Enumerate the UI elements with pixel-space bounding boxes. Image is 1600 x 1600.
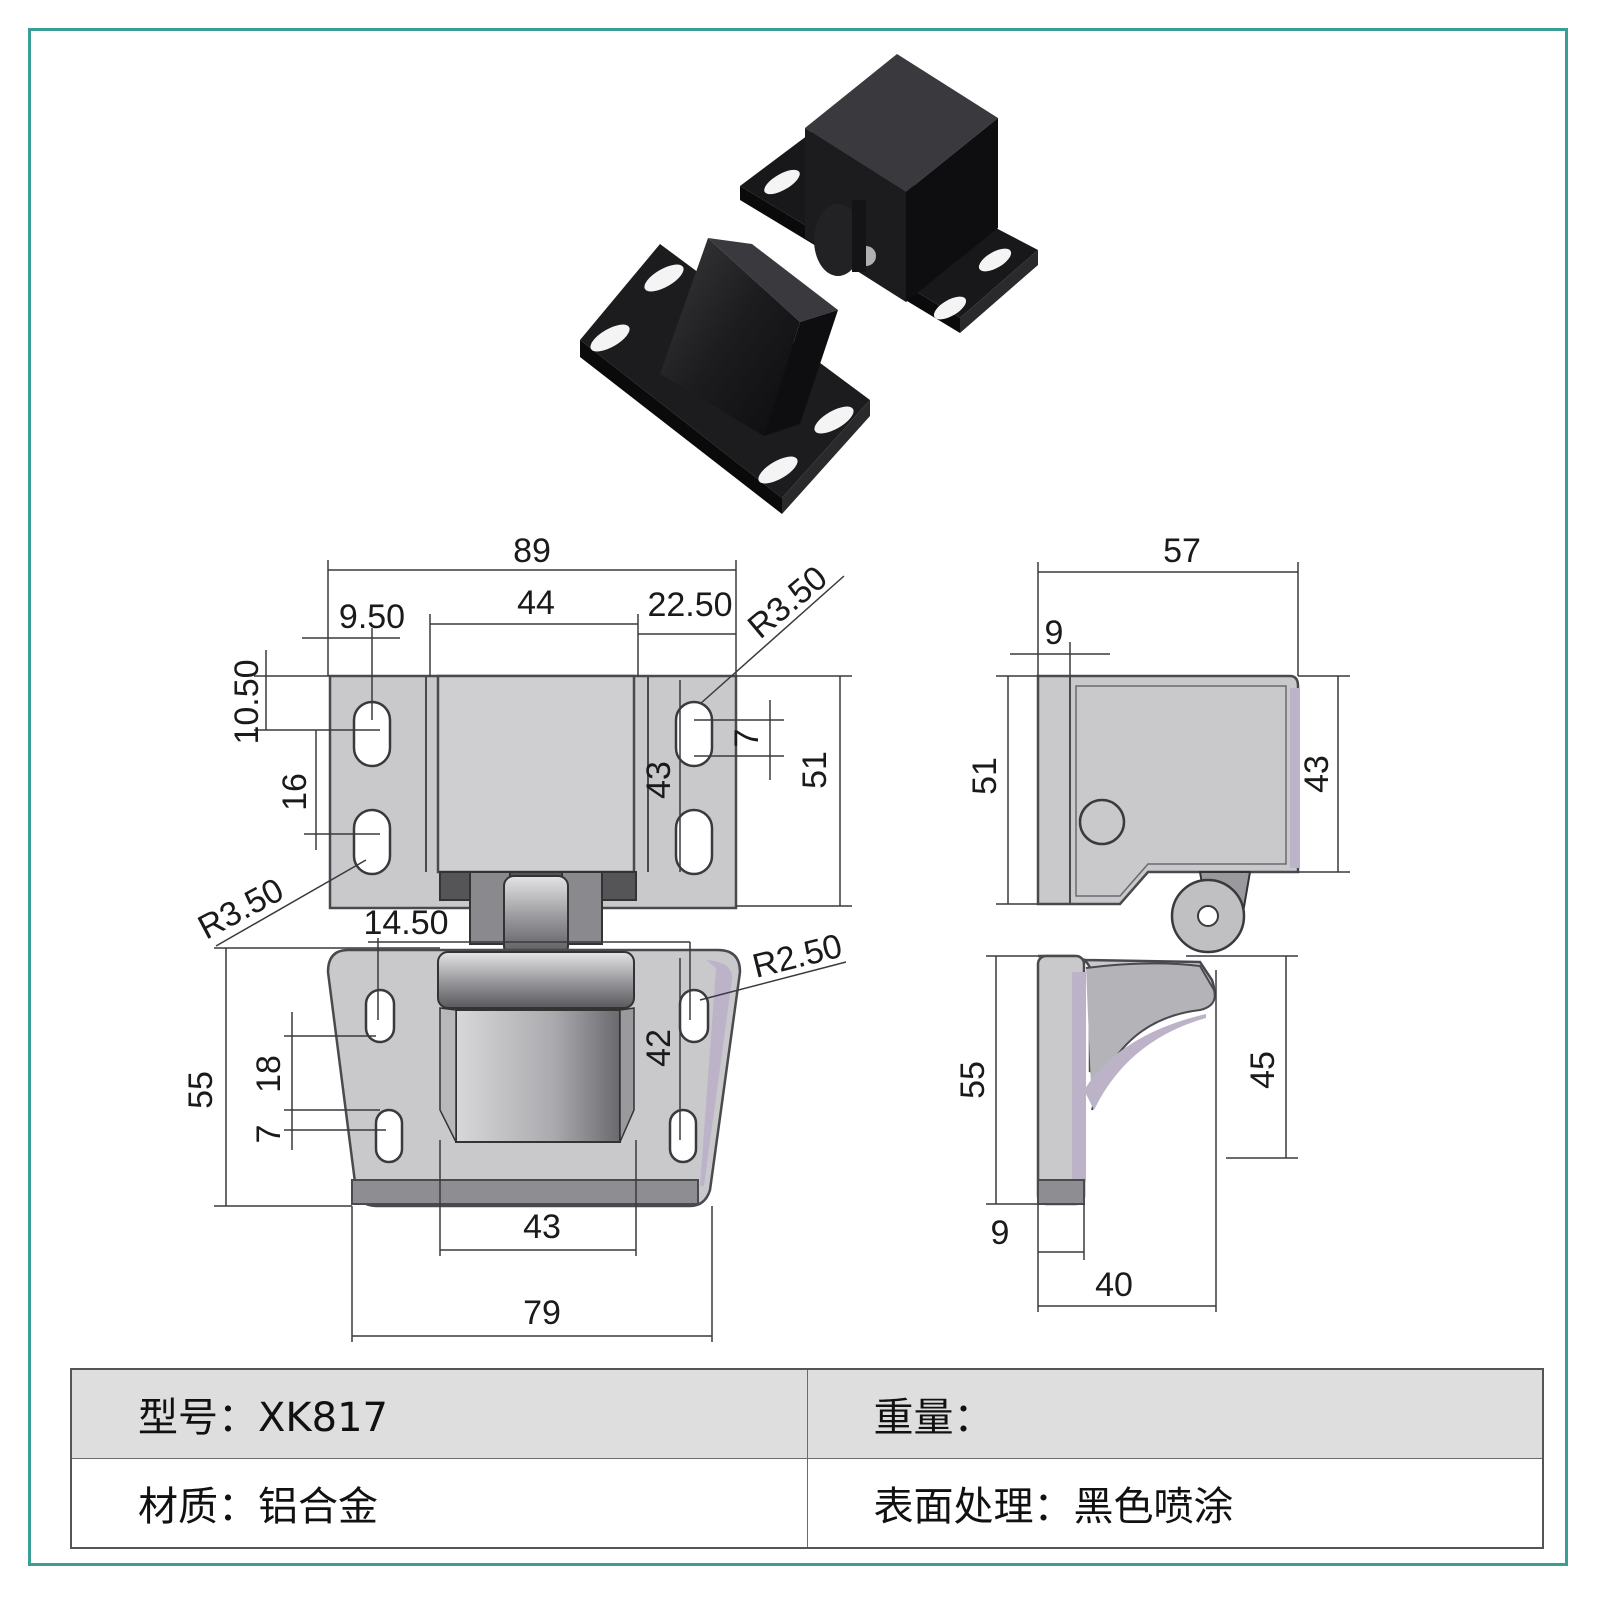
dimension-lines [214,560,1350,1342]
dim-55-side: 55 [954,1061,992,1099]
weight-cell: 重量： [806,1368,1544,1459]
dim-r2-50: R2.50 [749,927,846,986]
dim-16: 16 [276,773,314,811]
dim-40: 40 [1095,1266,1133,1304]
side-view-lower [1036,954,1216,1206]
dim-9-lower: 9 [991,1214,1010,1252]
outer-frame [28,28,1568,1566]
dim-43-side: 43 [1298,755,1336,793]
dim-42: 42 [640,1029,678,1067]
dim-55-front: 55 [182,1071,220,1109]
dim-9-50: 9.50 [339,598,405,636]
dim-45: 45 [1244,1051,1282,1089]
dim-18: 18 [250,1055,288,1093]
product-image [580,54,1038,514]
spec-table: 型号：XK817 重量： 材质：铝合金 表面处理：黑色喷涂 [70,1368,1544,1549]
dim-43-lower: 43 [523,1208,561,1246]
dim-9-upper: 9 [1045,614,1064,652]
side-view-upper [1036,674,1300,954]
dim-22-50: 22.50 [647,586,732,624]
dim-10-50: 10.50 [228,659,266,744]
dim-51-side: 51 [966,757,1004,795]
dim-51-front: 51 [796,751,834,789]
product-upper-part [740,54,1038,333]
material-cell: 材质：铝合金 [70,1458,808,1549]
front-view-lower [326,948,742,1208]
dim-44: 44 [517,584,555,622]
dim-r3-50-right: R3.50 [741,559,835,646]
dim-7-upper: 7 [728,729,766,748]
dim-14-50: 14.50 [363,904,448,942]
dim-57: 57 [1163,532,1201,570]
product-lower-part [580,238,870,514]
dim-89: 89 [513,532,551,570]
dim-7-lower: 7 [250,1125,288,1144]
dim-43-upper: 43 [640,761,678,799]
dim-r3-50-left: R3.50 [192,871,290,947]
finish-cell: 表面处理：黑色喷涂 [806,1458,1544,1549]
front-view-upper [328,674,738,957]
dim-79: 79 [523,1294,561,1332]
model-cell: 型号：XK817 [70,1368,808,1459]
